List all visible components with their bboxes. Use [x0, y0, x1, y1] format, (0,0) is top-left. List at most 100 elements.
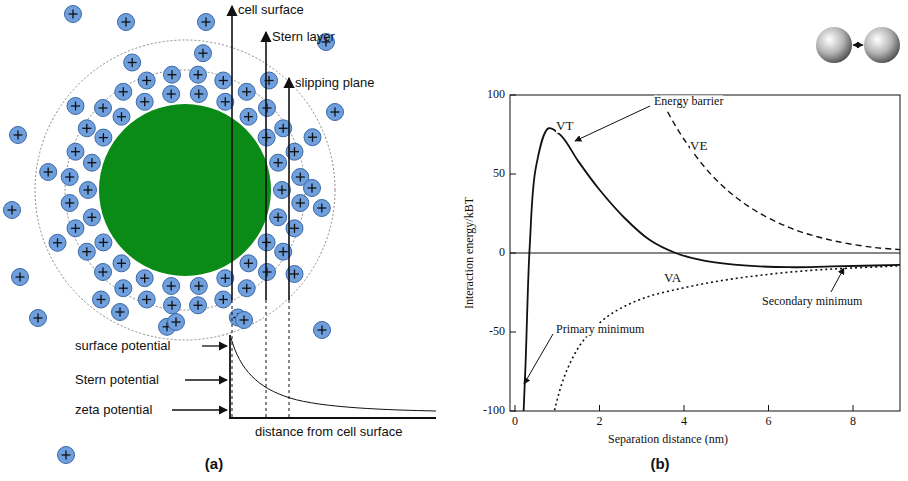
double-layer	[4, 6, 437, 464]
ion	[327, 104, 344, 121]
potential-label: zeta potential	[75, 403, 152, 417]
callout-label: Energy barrier	[654, 95, 723, 108]
ion	[163, 278, 180, 295]
cell-surface-arrow	[231, 6, 233, 300]
tick-label: -50	[489, 325, 505, 338]
ion	[93, 291, 110, 308]
tick-label: -100	[483, 404, 505, 417]
tick-label: 4	[681, 415, 687, 428]
tick-label: 8	[850, 415, 856, 428]
ion	[274, 182, 291, 199]
ion	[95, 234, 112, 251]
ion	[58, 447, 75, 464]
ion	[67, 220, 84, 237]
tick	[510, 174, 516, 175]
ion	[304, 180, 321, 197]
ion	[4, 202, 21, 219]
tick	[510, 253, 516, 254]
ion	[138, 72, 155, 89]
ion	[195, 45, 212, 62]
ion	[236, 312, 253, 329]
zero-line	[510, 253, 900, 254]
curves	[523, 95, 900, 411]
guide-line	[289, 300, 290, 418]
ion	[49, 234, 66, 251]
slipping-plane-arrow	[288, 78, 290, 300]
leader-arrow	[185, 379, 227, 380]
ion	[259, 264, 276, 281]
ion	[198, 14, 215, 31]
ion	[61, 195, 78, 212]
ion	[118, 14, 135, 31]
ion	[95, 129, 112, 146]
tick-label: 0	[499, 246, 505, 259]
tick	[684, 405, 685, 411]
axis-title: distance from cell surface	[255, 425, 402, 439]
ion	[95, 100, 112, 117]
plot-frame	[510, 95, 900, 411]
part-label: slipping plane	[295, 76, 375, 90]
ticks	[510, 95, 853, 411]
part-label: Stern layer	[272, 30, 335, 44]
particle	[816, 27, 852, 63]
curve-label: VT	[556, 119, 573, 133]
leader-arrow	[524, 334, 553, 384]
ion	[115, 280, 132, 297]
tick-label: 2	[597, 415, 603, 428]
ion	[95, 264, 112, 281]
axis-title: Interaction energy/kBT	[463, 197, 476, 309]
ion	[30, 310, 47, 327]
repulsion-curve	[650, 95, 900, 250]
ion	[164, 66, 181, 83]
ion	[270, 154, 287, 171]
ion	[240, 255, 257, 272]
ion	[113, 255, 130, 272]
callout-label: Primary minimum	[556, 323, 644, 336]
ion	[78, 120, 95, 137]
diffuse-layer-boundary	[35, 40, 335, 340]
ion	[61, 169, 78, 186]
ion	[83, 154, 100, 171]
ion	[112, 304, 129, 321]
curve-label: VE	[690, 139, 707, 153]
guide-line	[232, 300, 233, 418]
attraction-curve	[551, 266, 900, 411]
ion	[215, 291, 232, 308]
tick	[853, 405, 854, 411]
axis-title: Separation distance (nm)	[608, 433, 728, 446]
ions	[4, 6, 344, 464]
ion	[67, 98, 84, 115]
ion	[261, 72, 278, 89]
potential-label: Stern potential	[75, 373, 159, 387]
leader-arrow	[202, 345, 227, 346]
ion	[12, 269, 29, 286]
ion	[115, 83, 132, 100]
ion	[190, 66, 207, 83]
tick-label: 0	[512, 415, 518, 428]
tick	[768, 405, 769, 411]
ion	[65, 6, 82, 23]
tick-label: 6	[766, 415, 772, 428]
ion	[136, 270, 153, 287]
part-label: cell surface	[238, 3, 304, 17]
ion	[190, 297, 207, 314]
leader-arrow	[831, 268, 844, 292]
tick	[510, 95, 516, 96]
ion	[292, 195, 309, 212]
potential-label: surface potential	[75, 339, 170, 353]
ion	[259, 100, 276, 117]
stern-layer-boundary	[65, 70, 305, 310]
tick-label: 50	[493, 167, 505, 180]
ion	[238, 83, 255, 100]
ion	[238, 280, 255, 297]
double-arrow	[853, 45, 863, 46]
ion	[304, 129, 321, 146]
stern-layer-arrow	[265, 32, 267, 300]
panel-label: (b)	[650, 456, 669, 473]
dlvo-plot	[510, 27, 904, 435]
ion	[190, 86, 207, 103]
ion	[270, 209, 287, 226]
ion	[67, 143, 84, 160]
ion	[240, 108, 257, 125]
